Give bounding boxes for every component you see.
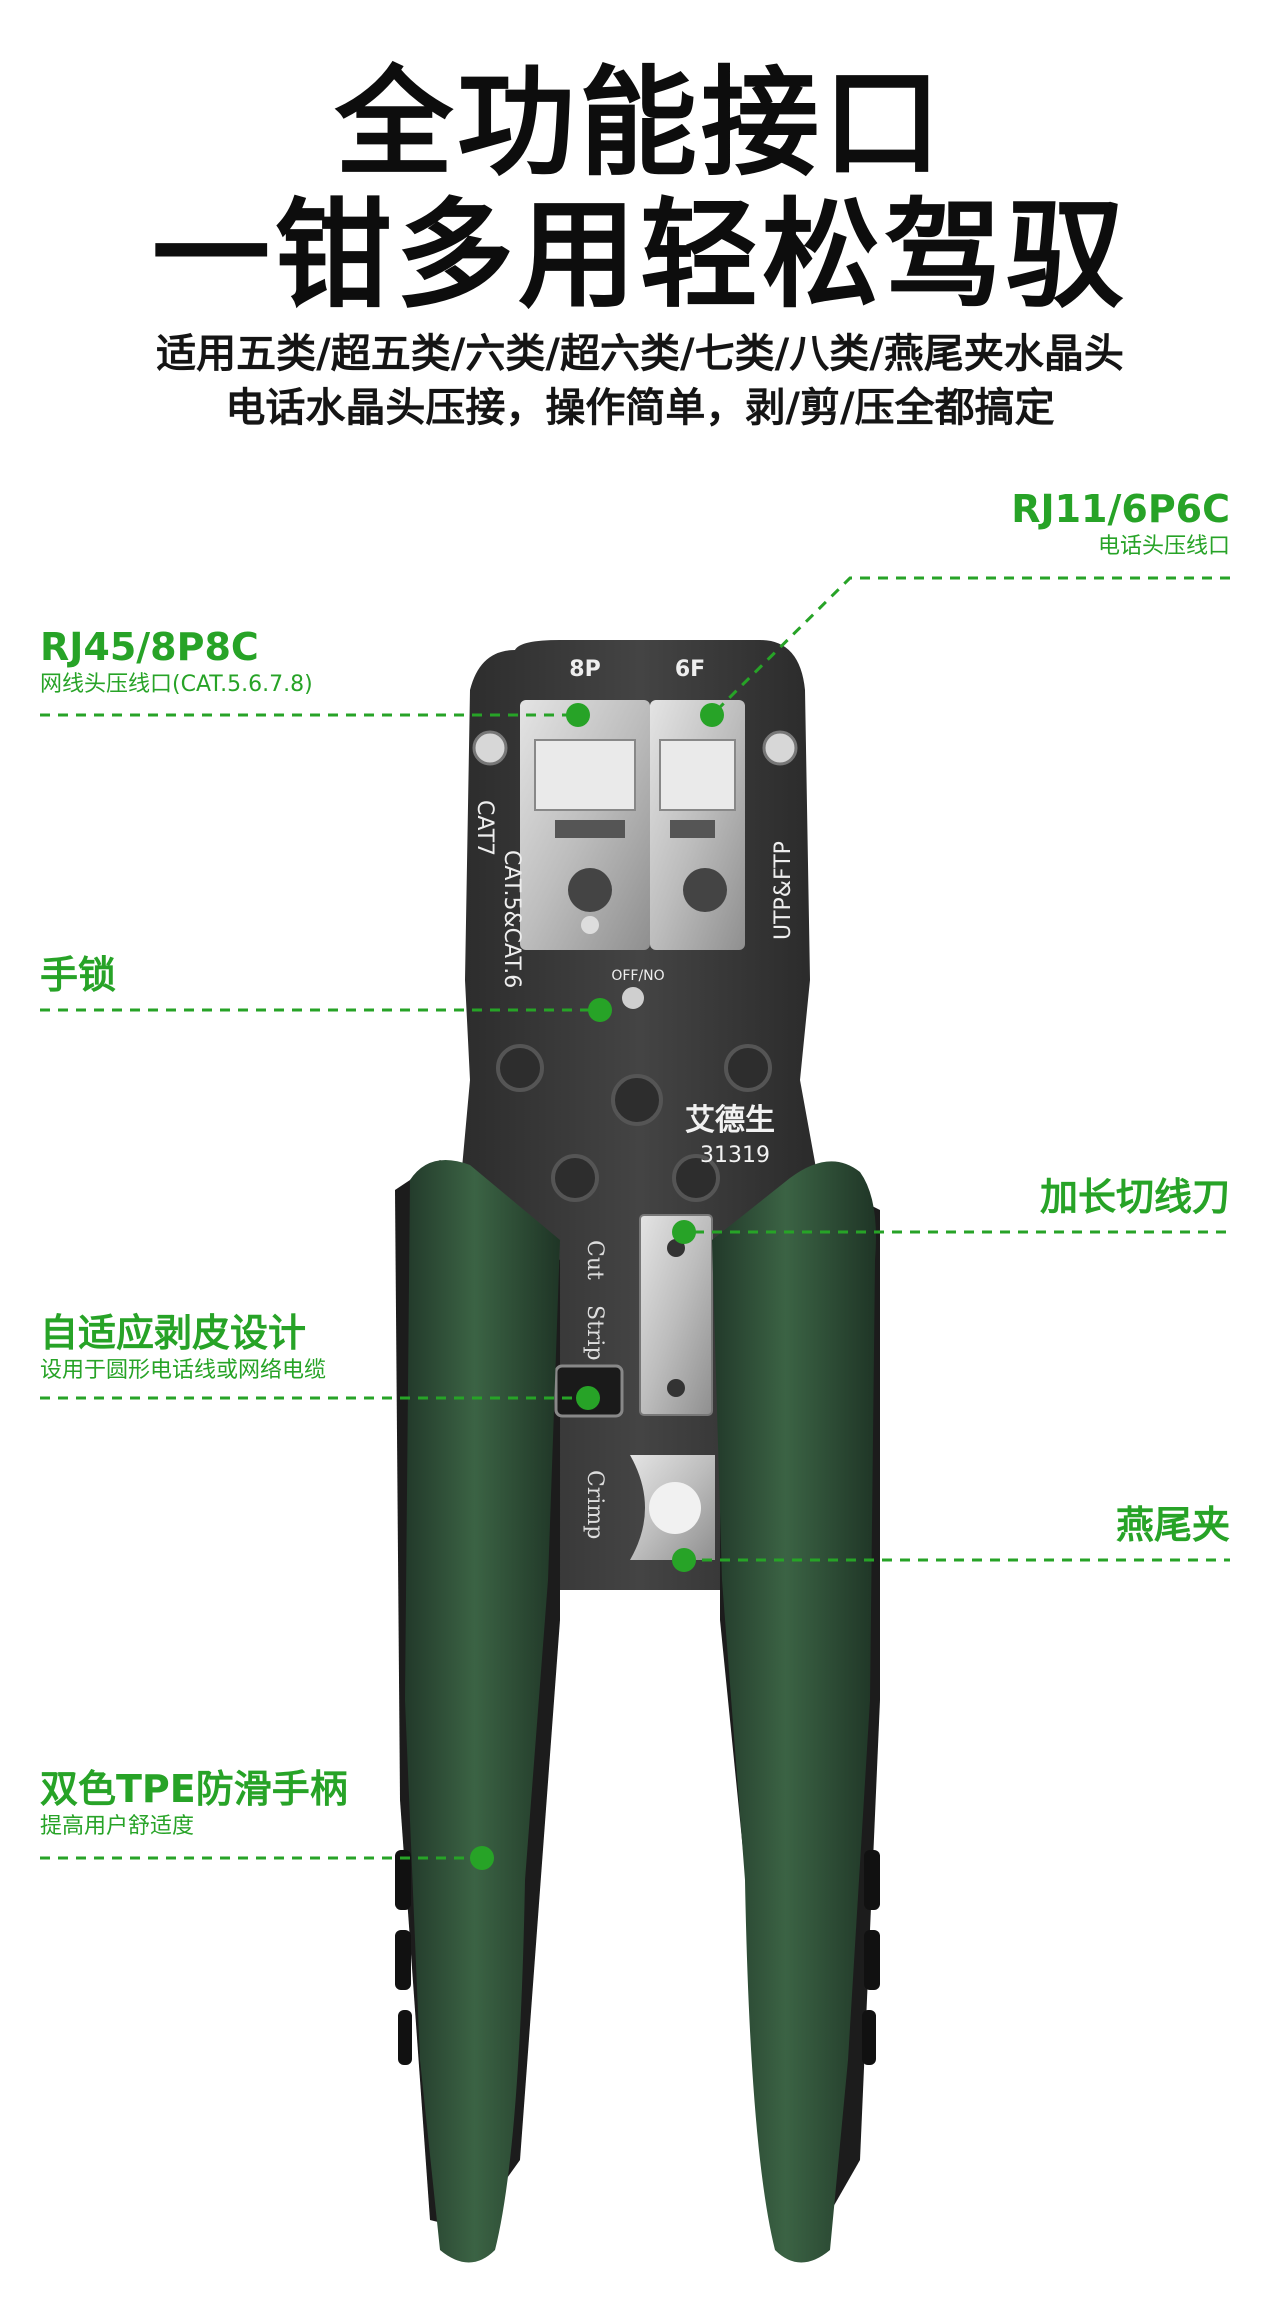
callout-lock-title: 手锁 — [40, 953, 117, 997]
head-screw-left — [472, 730, 508, 766]
dot-rj11 — [700, 703, 724, 727]
marking-cut: Cut — [582, 1240, 607, 1280]
dot-rj45 — [566, 703, 590, 727]
subtitle-line2: 电话水晶头压接，操作简单，剥/剪/压全都搞定 — [225, 385, 1055, 431]
dot-handle — [470, 1846, 494, 1870]
right-handle — [712, 1161, 876, 2263]
marking-cat7: CAT7 — [472, 800, 497, 856]
callout-strip-title: 自适应剥皮设计 — [40, 1311, 307, 1355]
callout-rj45-title: RJ45/8P8C — [40, 625, 259, 669]
marking-8p: 8P — [569, 657, 600, 682]
callout-lock: 手锁 — [40, 952, 116, 998]
cutter-blade — [639, 1214, 713, 1416]
dot-strip — [576, 1386, 600, 1410]
headline-line1: 全功能接口 — [334, 54, 945, 192]
left-handle — [405, 1160, 560, 2263]
marking-strip: Strip — [582, 1305, 607, 1361]
callout-handle: 双色TPE防滑手柄 提高用户舒适度 — [40, 1766, 348, 1842]
marking-lock: OFF/NO — [611, 968, 664, 984]
dot-lock — [588, 998, 612, 1022]
subtitle-line1: 适用五类/超五类/六类/超六类/七类/八类/燕尾夹水晶头 — [156, 331, 1124, 377]
callout-rj11: RJ11/6P6C 电话头压线口 — [1011, 486, 1230, 562]
callout-strip: 自适应剥皮设计 设用于圆形电话线或网络电缆 — [40, 1310, 326, 1386]
callout-cutter-title: 加长切线刀 — [1039, 1175, 1230, 1219]
callout-handle-desc: 提高用户舒适度 — [40, 1814, 195, 1839]
callout-dovetail-title: 燕尾夹 — [1115, 1503, 1230, 1547]
head-screw-right — [762, 730, 798, 766]
callout-handle-title: 双色TPE防滑手柄 — [40, 1767, 348, 1811]
callout-dovetail: 燕尾夹 — [1116, 1502, 1230, 1548]
marking-model: 31319 — [700, 1143, 770, 1168]
callout-rj11-title: RJ11/6P6C — [1011, 487, 1230, 531]
dot-cutter — [672, 1220, 696, 1244]
callout-cutter: 加长切线刀 — [1040, 1174, 1230, 1220]
callout-rj45: RJ45/8P8C 网线头压线口(CAT.5.6.7.8) — [40, 624, 313, 700]
dot-dovetail — [672, 1548, 696, 1572]
marking-6p: 6F — [675, 657, 705, 682]
marking-cat56: CAT.5&CAT.6 — [499, 850, 524, 988]
marking-brand: 艾德生 — [685, 1103, 775, 1138]
callout-strip-desc: 设用于圆形电话线或网络电缆 — [40, 1358, 327, 1383]
leader-rj11 — [710, 576, 1230, 717]
lock-switch-knob — [622, 987, 644, 1009]
marking-crimp: Crimp — [582, 1470, 607, 1539]
callout-rj11-desc: 电话头压线口 — [1097, 534, 1230, 559]
marking-utp: UTP&FTP — [771, 841, 796, 940]
callout-rj45-desc: 网线头压线口(CAT.5.6.7.8) — [40, 672, 313, 697]
headline-line2: 一钳多用轻松驾驭 — [151, 186, 1128, 324]
